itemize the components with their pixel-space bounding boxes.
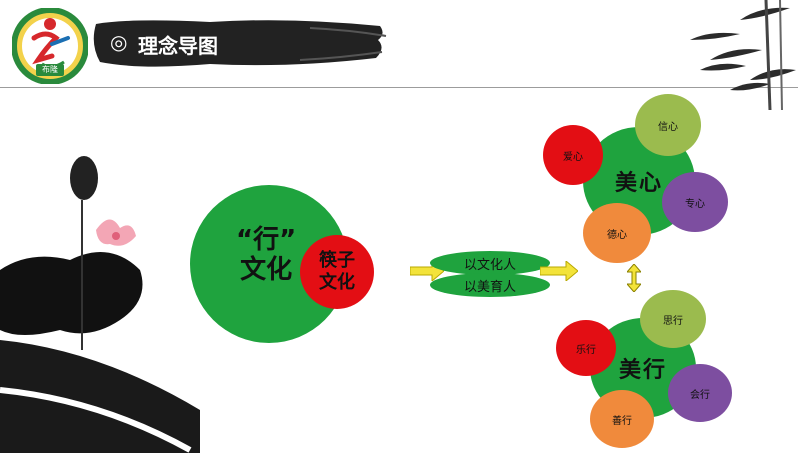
meixing-node-lexing: 乐行: [556, 320, 616, 376]
xing-culture-line2: 文化: [240, 255, 293, 285]
lotus-ink-painting: [0, 156, 200, 453]
connector-pill-top: 以文化人: [430, 251, 550, 275]
page-title: 理念导图: [138, 34, 218, 58]
ink-brush-banner: [93, 20, 387, 67]
vertical-double-arrow: [627, 264, 641, 292]
header-divider: [0, 87, 798, 88]
meixin-node-xinxin: 信心: [635, 94, 701, 156]
meixin-node-dexin: 德心: [583, 203, 651, 263]
meixing-node-shanxing: 善行: [590, 390, 654, 448]
chopsticks-culture-circle: 筷子 文化: [300, 235, 374, 309]
meixin-node-aixin: 爱心: [543, 125, 603, 185]
logo-badge: 布隆: [36, 64, 64, 76]
school-logo-icon: [11, 7, 89, 85]
meixin-node-zhuanxin: 专心: [662, 172, 728, 232]
chopsticks-culture-line1: 筷子: [319, 250, 355, 271]
bamboo-decoration: [690, 0, 796, 110]
xing-culture-line1: “行”: [236, 225, 297, 255]
right-arrow: [540, 261, 578, 281]
connector-pill-bottom: 以美育人: [430, 273, 550, 297]
title-bullet: ◎: [110, 30, 128, 54]
meixing-node-sixing: 思行: [640, 290, 706, 348]
meixing-node-huixing: 会行: [668, 364, 732, 422]
school-logo: 布隆: [11, 7, 89, 85]
meixin-center-label: 美心: [614, 171, 663, 196]
meixing-center-label: 美行: [618, 358, 667, 383]
chopsticks-culture-line2: 文化: [319, 272, 355, 293]
